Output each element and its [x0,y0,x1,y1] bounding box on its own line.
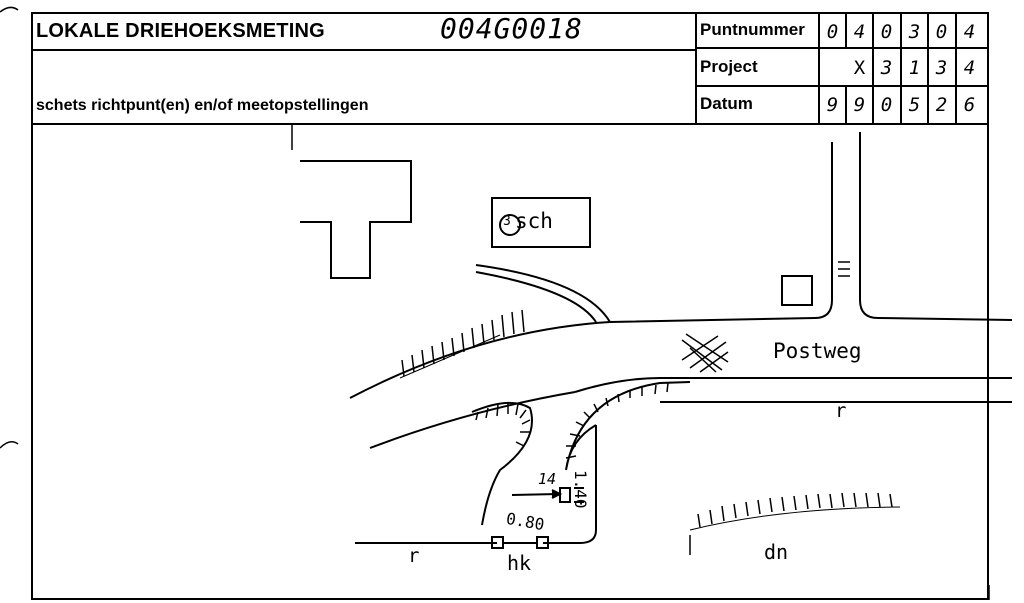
measurement-1: 1.40 [571,470,590,509]
label-r-road: r [835,400,847,422]
project-digit: 3 [880,57,893,79]
road-label: Postweg [773,339,862,363]
handwritten-code: 004G0018 [440,12,583,45]
project-digit: 3 [935,57,948,79]
label-dn: dn [764,540,789,564]
datum-digit: 9 [853,94,866,116]
puntnummer-digit: 3 [908,21,921,43]
datum-digit: 6 [963,94,976,116]
datum-digit: 9 [826,94,839,116]
datum-digit: 5 [908,94,921,116]
puntnummer-label: Puntnummer [700,20,805,39]
puntnummer-digit: 0 [880,21,893,43]
puntnummer-digit: 0 [935,21,948,43]
building-label: sch [515,209,553,233]
sheet-title: LOKALE DRIEHOEKSMETING [36,20,325,42]
datum-label: Datum [700,94,753,113]
sheet-frame [31,12,989,600]
project-label: Project [700,57,758,76]
sheet-subtitle: schets richtpunt(en) en/of meetopstellin… [36,97,369,114]
building-number: 3 [503,214,511,229]
project-digit: 1 [908,57,921,79]
label-r-bottom: r [408,545,420,567]
puntnummer-digit: 0 [826,21,839,43]
project-digit: 4 [963,57,976,79]
puntnummer-digit: 4 [963,21,976,43]
datum-digit: 0 [880,94,893,116]
label-hk: hk [507,551,532,575]
measurement-3: 14 [538,470,557,488]
datum-digit: 2 [935,94,948,116]
project-digit: X [853,57,866,79]
puntnummer-digit: 4 [853,21,866,43]
